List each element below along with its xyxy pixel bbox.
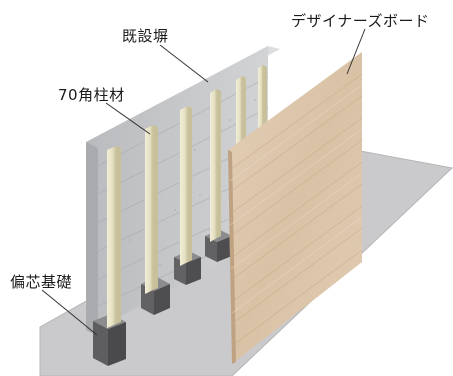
label-existing-wall: 既設塀 — [122, 27, 169, 45]
label-offset-foundation: 偏芯基礎 — [10, 273, 73, 291]
label-post: 70角柱材 — [58, 86, 125, 104]
leader-designer-board — [346, 28, 366, 75]
leader-post — [105, 102, 151, 135]
leader-existing-wall — [159, 44, 209, 83]
leader-offset-foundation — [41, 289, 98, 336]
label-designer-board: デザイナーズボード — [291, 12, 430, 30]
leader-lines — [41, 28, 366, 336]
designer-board — [228, 52, 363, 364]
